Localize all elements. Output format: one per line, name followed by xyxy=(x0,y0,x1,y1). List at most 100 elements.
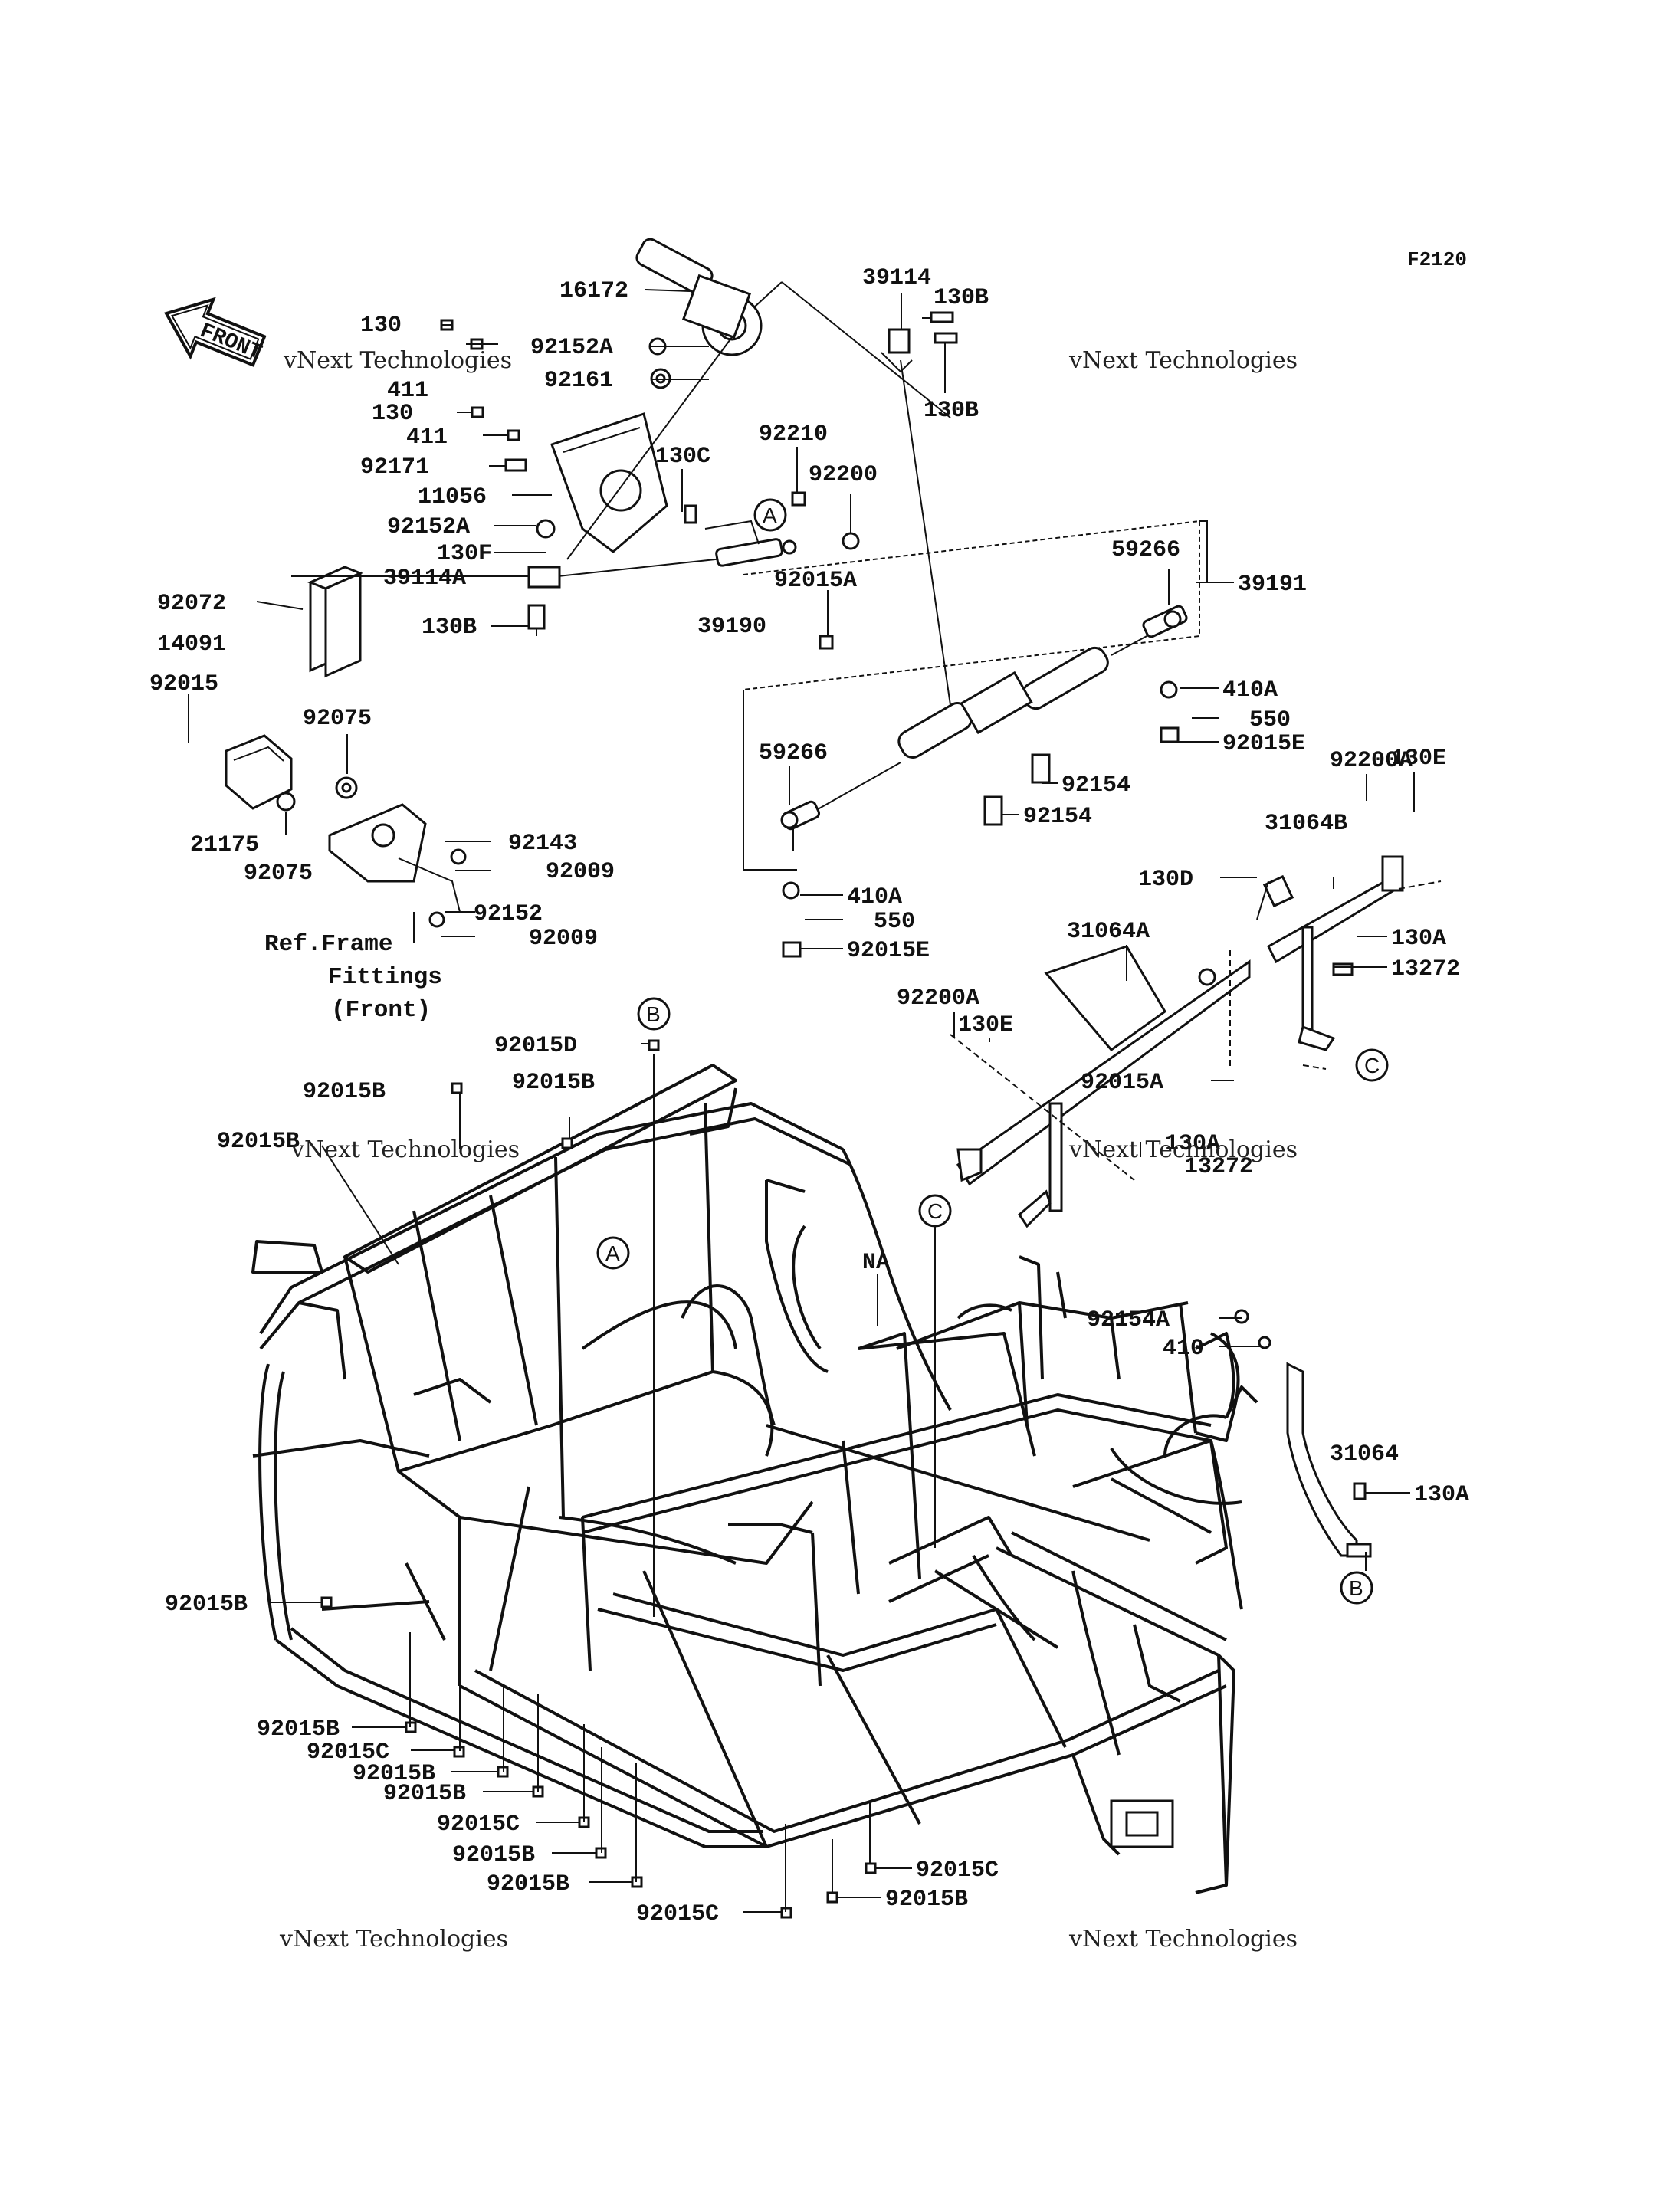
intermediate-shaft-39190 xyxy=(704,520,797,567)
label-92009-b: 92009 xyxy=(529,926,598,952)
label-31064: 31064 xyxy=(1330,1441,1399,1467)
svg-text:vNext Technologies: vNext Technologies xyxy=(1068,347,1298,374)
bumper-dashes xyxy=(950,880,1442,1181)
label-92161: 92161 xyxy=(544,368,613,394)
label-92015b-4: 92015B xyxy=(165,1592,248,1618)
svg-text:vNext Technologies: vNext Technologies xyxy=(290,1136,520,1163)
main-frame xyxy=(251,1064,1258,1894)
label-92015: 92015 xyxy=(149,671,218,697)
power-steering-unit xyxy=(635,238,951,418)
ecu-box-14091 xyxy=(256,565,363,678)
label-130-b: 130 xyxy=(372,401,413,427)
label-na: NA xyxy=(862,1250,890,1276)
label-92171: 92171 xyxy=(360,454,429,480)
label-130e-l: 130E xyxy=(958,1012,1013,1038)
label-130a-bot: 130A xyxy=(1414,1482,1469,1508)
callout-b-top: B xyxy=(637,997,671,1031)
label-16172: 16172 xyxy=(559,278,628,304)
label-92072: 92072 xyxy=(157,591,226,617)
label-92152: 92152 xyxy=(474,901,543,927)
label-92152a-top: 92152A xyxy=(530,335,613,361)
label-92015c-4: 92015C xyxy=(916,1858,999,1884)
label-92015b-8: 92015B xyxy=(452,1842,535,1868)
callout-c-top: C xyxy=(1355,1048,1389,1082)
label-92075-a: 92075 xyxy=(303,706,372,732)
callout-c-frame: C xyxy=(918,1194,952,1228)
svg-text:vNext Technologies: vNext Technologies xyxy=(283,347,512,374)
bumper-bracket-31064a xyxy=(956,945,1251,1228)
svg-text:(Front): (Front) xyxy=(331,997,431,1024)
steering-rack-39191 xyxy=(743,520,1208,958)
label-92143: 92143 xyxy=(508,831,577,857)
label-92015b-7: 92015B xyxy=(383,1781,466,1807)
label-92015b-1: 92015B xyxy=(303,1079,386,1105)
steering-bracket xyxy=(550,412,668,553)
leader-lines xyxy=(188,289,1415,1913)
label-21175: 21175 xyxy=(190,832,259,858)
label-130e-r: 130E xyxy=(1391,746,1446,772)
label-410: 410 xyxy=(1163,1336,1204,1362)
label-31064a: 31064A xyxy=(1067,919,1150,945)
label-92015b-6: 92015B xyxy=(353,1761,435,1787)
label-92200a-l: 92200A xyxy=(897,985,979,1012)
label-92154-a: 92154 xyxy=(1061,772,1130,798)
label-13272: 13272 xyxy=(1391,956,1460,982)
label-130d: 130D xyxy=(1138,867,1193,893)
diagram-code: F2120 xyxy=(1407,248,1467,271)
label-92015b-9: 92015B xyxy=(487,1871,569,1897)
bumper-bracket-31064b xyxy=(1262,855,1404,1051)
steering-shaft xyxy=(566,336,733,560)
svg-text:Ref.Frame: Ref.Frame xyxy=(264,931,392,958)
svg-text:A: A xyxy=(763,503,777,527)
svg-text:vNext Technologies: vNext Technologies xyxy=(1068,1926,1298,1953)
label-92015a-top: 92015A xyxy=(774,568,857,594)
label-92075-b: 92075 xyxy=(244,861,313,887)
svg-text:C: C xyxy=(927,1199,943,1223)
label-39114: 39114 xyxy=(862,265,931,291)
label-130a-r: 130A xyxy=(1391,926,1446,952)
label-130b-top: 130B xyxy=(934,285,989,311)
small-fasteners-top xyxy=(440,319,860,650)
label-130f: 130F xyxy=(437,541,492,567)
watermark: vNext Technologies vNext Technologies vN… xyxy=(279,347,1298,1953)
label-92015c-2: 92015C xyxy=(437,1812,520,1838)
front-arrow-icon: FRONT xyxy=(164,297,267,367)
label-31064b: 31064B xyxy=(1265,811,1347,837)
label-92015b-5: 92015B xyxy=(257,1717,340,1743)
ref-frame-fittings-note: Ref.Frame Fittings (Front) xyxy=(264,931,442,1024)
callout-a-top: A xyxy=(753,498,787,532)
joint-39114 xyxy=(881,311,958,706)
label-411-a: 411 xyxy=(387,378,428,404)
tie-joint-left xyxy=(527,566,561,636)
callout-a-frame: A xyxy=(596,1236,630,1270)
label-92210: 92210 xyxy=(759,421,828,448)
part-labels: 16172 92152A 92161 130 411 130 411 92171… xyxy=(149,265,1469,1927)
label-130c: 130C xyxy=(655,444,710,470)
label-130a-mid: 130A xyxy=(1165,1131,1220,1157)
svg-text:B: B xyxy=(1349,1576,1363,1600)
label-411-b: 411 xyxy=(406,425,448,451)
label-11056: 11056 xyxy=(418,484,487,510)
svg-text:A: A xyxy=(605,1241,620,1265)
label-92015c-1: 92015C xyxy=(307,1740,389,1766)
label-92154a: 92154A xyxy=(1087,1307,1170,1333)
label-39190: 39190 xyxy=(697,614,766,640)
label-92015e-l: 92015E xyxy=(847,938,930,964)
svg-text:vNext Technologies: vNext Technologies xyxy=(279,1926,508,1953)
label-92015c-3: 92015C xyxy=(636,1901,719,1927)
label-92015e-r: 92015E xyxy=(1222,731,1305,757)
svg-text:C: C xyxy=(1364,1054,1380,1077)
label-92015b-10: 92015B xyxy=(885,1887,968,1913)
label-13272-mid: 13272 xyxy=(1184,1154,1253,1180)
callout-b-bottom: B xyxy=(1340,1571,1373,1605)
label-59266-l: 59266 xyxy=(759,740,828,766)
bracket-31064 xyxy=(1234,1309,1372,1558)
svg-text:B: B xyxy=(646,1002,661,1026)
label-92154-b: 92154 xyxy=(1023,804,1092,830)
label-410a-r: 410A xyxy=(1222,677,1278,703)
svg-text:vNext Technologies: vNext Technologies xyxy=(1068,1136,1298,1163)
label-39191: 39191 xyxy=(1238,572,1307,598)
label-130b-top2: 130B xyxy=(924,398,979,424)
label-130b-left: 130B xyxy=(422,615,477,641)
label-92200: 92200 xyxy=(809,462,878,488)
